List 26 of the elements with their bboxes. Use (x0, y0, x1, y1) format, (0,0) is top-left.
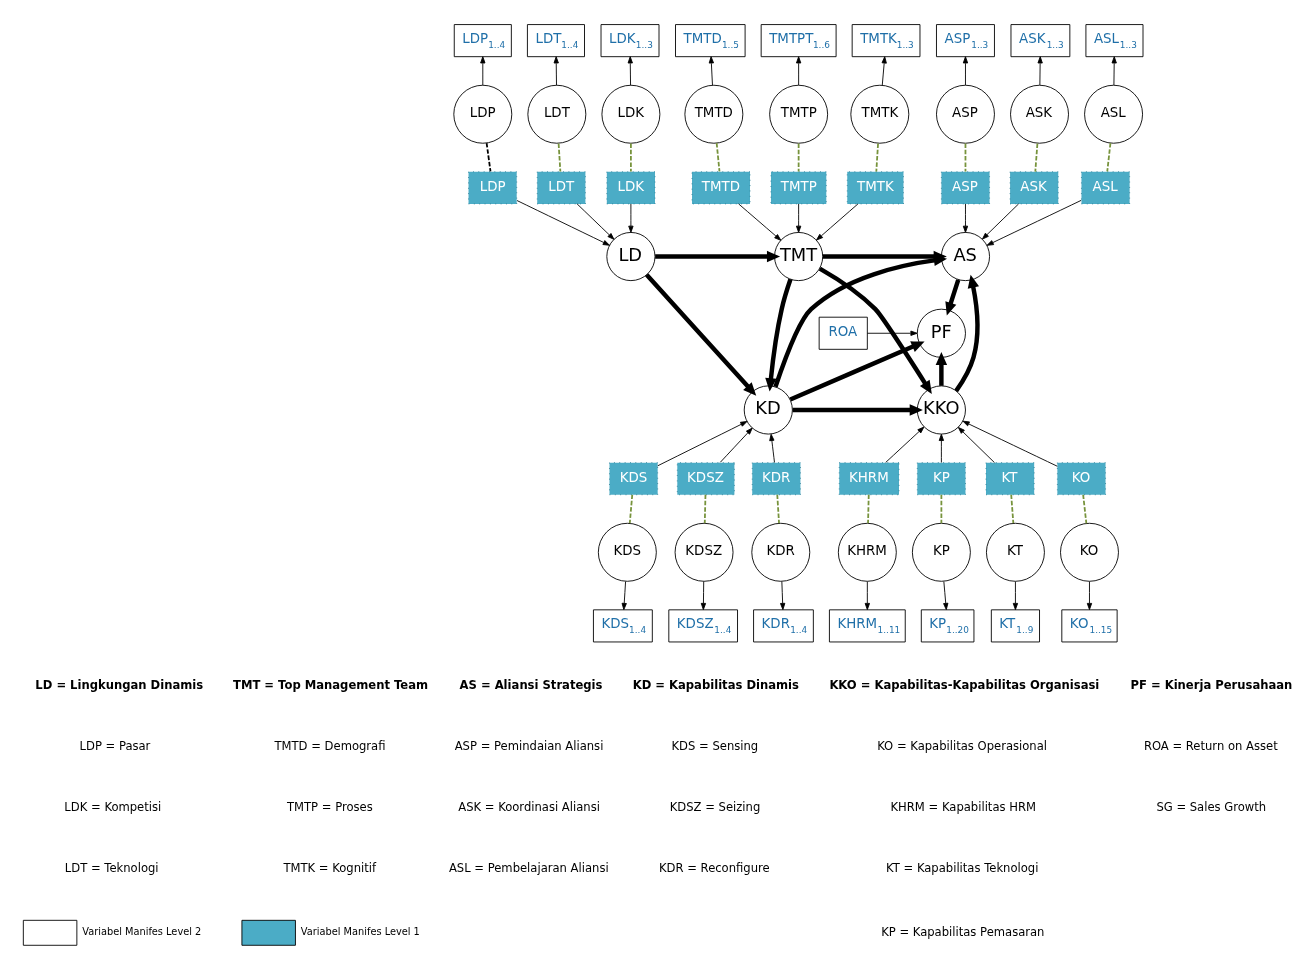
label: KO = Kapabilitas Operasional (877, 738, 1047, 753)
label: LDP = Pasar (79, 738, 151, 753)
label: ASL = Pembelajaran Aliansi (448, 860, 609, 875)
label: TMT = Top Management Team (232, 677, 429, 692)
label: ASP = Pemindaian Aliansi (454, 738, 604, 753)
label: LDK = Kompetisi (64, 799, 162, 814)
label: KDR = Reconfigure (659, 860, 770, 875)
label: ROA = Return on Asset (1143, 738, 1278, 753)
label: KD = Kapabilitas Dinamis (632, 677, 799, 692)
label: KKO = Kapabilitas-Kapabilitas Organisasi (829, 677, 1100, 692)
label: KT = Kapabilitas Teknologi (886, 860, 1039, 875)
label: PF = Kinerja Perusahaan (1130, 677, 1293, 692)
label: LDT = Teknologi (64, 860, 159, 875)
label: KP = Kapabilitas Pemasaran (881, 924, 1045, 939)
label: KHRM = Kapabilitas HRM (890, 799, 1036, 814)
label: SG = Sales Growth (1156, 799, 1267, 814)
label: AS = Aliansi Strategis (459, 677, 603, 692)
label: LD = Lingkungan Dinamis (35, 677, 204, 692)
label: KDS = Sensing (671, 738, 759, 753)
label: TMTK = Kognitif (283, 860, 377, 875)
label: KDSZ = Seizing (669, 799, 761, 814)
legend-label: Variabel Manifes Level 2 (82, 925, 202, 937)
label: TMTD = Demografi (274, 738, 386, 753)
label: TMTP = Proses (286, 799, 373, 814)
label: ASK = Koordinasi Aliansi (458, 799, 600, 814)
legend-label: Variabel Manifes Level 1 (300, 925, 420, 937)
